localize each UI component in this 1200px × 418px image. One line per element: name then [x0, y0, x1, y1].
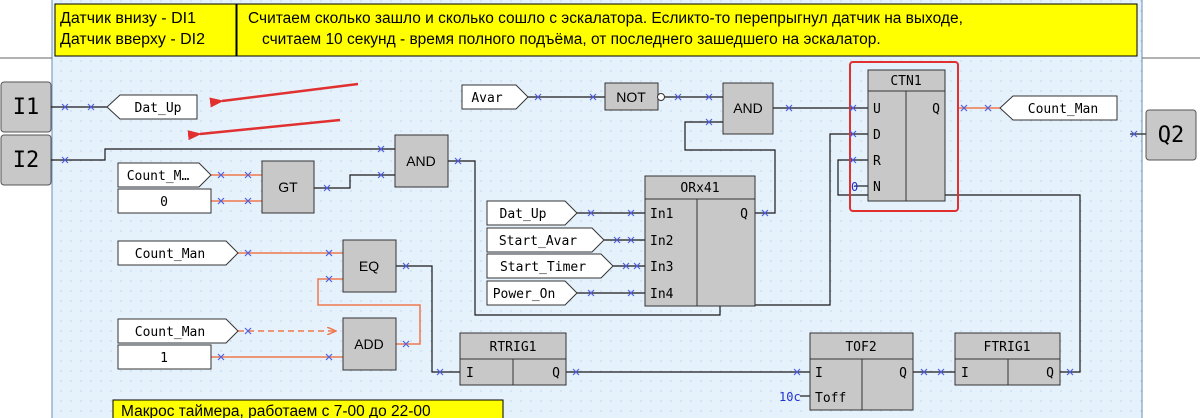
svg-text:N: N — [873, 180, 881, 195]
tag-count-man-add[interactable]: Count_Man — [117, 318, 239, 344]
svg-text:CTN1: CTN1 — [890, 74, 921, 89]
note-description-line1: Считаем сколько зашло и сколько сошло с … — [248, 10, 963, 27]
ctn1-preset: 0 — [851, 180, 858, 194]
svg-text:Dat_Up: Dat_Up — [135, 101, 182, 116]
block-and-2[interactable]: AND — [394, 134, 449, 188]
svg-text:AND: AND — [733, 100, 763, 116]
svg-text:TOF2: TOF2 — [845, 340, 876, 355]
svg-text:I: I — [815, 366, 823, 381]
tag-avar[interactable]: Avar — [461, 84, 529, 110]
block-tof2[interactable]: TOF2 I Toff Q 10c — [779, 332, 914, 411]
tag-count-m-truncated[interactable]: Count_M… — [117, 162, 212, 188]
svg-text:I: I — [961, 366, 969, 381]
note-description-line2: считаем 10 секунд - время полного подъём… — [262, 31, 881, 48]
svg-text:ADD: ADD — [354, 336, 384, 352]
block-add[interactable]: ADD — [342, 317, 397, 371]
annotation-arrows — [187, 82, 359, 141]
annotation-arrow-i2 — [187, 118, 341, 141]
note-timer-macro[interactable]: Макрос таймера, работаем с 7-00 до 22-00 — [112, 399, 504, 418]
svg-text:1: 1 — [160, 351, 168, 366]
note-sensors-line2: Датчик вверху - DI2 — [60, 31, 205, 48]
svg-text:In1: In1 — [650, 207, 673, 222]
block-rtrig1[interactable]: RTRIG1 I Q — [459, 332, 567, 386]
tag-start-avar[interactable]: Start_Avar — [486, 227, 605, 253]
svg-text:Q2: Q2 — [1158, 123, 1185, 148]
svg-text:EQ: EQ — [359, 258, 379, 274]
svg-text:RTRIG1: RTRIG1 — [490, 340, 537, 355]
tag-count-man-out[interactable]: Count_Man — [999, 95, 1118, 121]
svg-text:Q: Q — [740, 207, 748, 222]
svg-text:R: R — [873, 154, 881, 169]
svg-text:Q: Q — [552, 366, 560, 381]
svg-text:Start_Avar: Start_Avar — [499, 234, 577, 249]
note-sensors[interactable]: Датчик внизу - DI1 Датчик вверху - DI2 — [54, 3, 237, 57]
block-eq[interactable]: EQ — [342, 239, 397, 293]
wires-active — [211, 107, 1000, 358]
svg-text:Toff: Toff — [815, 391, 846, 406]
svg-text:I2: I2 — [13, 148, 40, 173]
svg-text:Count_M…: Count_M… — [127, 169, 190, 184]
input-i1[interactable]: I1 — [0, 81, 52, 133]
svg-text:I: I — [466, 366, 474, 381]
svg-text:In2: In2 — [650, 234, 673, 249]
svg-text:Q: Q — [899, 366, 907, 381]
svg-text:Count_Man: Count_Man — [135, 325, 205, 340]
svg-text:D: D — [873, 128, 881, 143]
tag-dat-up-top[interactable]: Dat_Up — [106, 94, 198, 120]
block-ctn1[interactable]: CTN1 U D R N Q 0 — [851, 69, 946, 202]
note-sensors-line1: Датчик внизу - DI1 — [60, 10, 196, 27]
const-one[interactable]: 1 — [117, 344, 212, 370]
svg-text:ORx41: ORx41 — [680, 181, 719, 196]
svg-text:Dat_Up: Dat_Up — [500, 207, 547, 222]
tag-count-man-eq[interactable]: Count_Man — [117, 240, 239, 266]
tag-power-on[interactable]: Power_On — [486, 280, 578, 306]
svg-text:0: 0 — [160, 195, 168, 210]
svg-text:U: U — [873, 102, 881, 117]
svg-text:Start_Timer: Start_Timer — [500, 260, 586, 275]
block-and-1[interactable]: AND — [722, 82, 774, 135]
svg-text:FTRIG1: FTRIG1 — [984, 340, 1031, 355]
block-gt[interactable]: GT — [261, 160, 315, 214]
svg-text:Q: Q — [1046, 366, 1054, 381]
note-timer-macro-text: Макрос таймера, работаем с 7-00 до 22-00 — [121, 403, 431, 418]
svg-text:Q: Q — [932, 102, 940, 117]
svg-text:Avar: Avar — [471, 91, 502, 106]
svg-text:GT: GT — [278, 179, 298, 195]
block-orx41[interactable]: ORx41 In1 In2 In3 In4 Q — [644, 175, 756, 307]
note-description[interactable]: Считаем сколько зашло и сколько сошло с … — [236, 3, 1138, 57]
tof2-preset: 10c — [779, 390, 801, 404]
block-not[interactable]: NOT — [604, 82, 665, 111]
tag-dat-up-or[interactable]: Dat_Up — [486, 200, 578, 226]
svg-text:Count_Man: Count_Man — [135, 247, 205, 262]
svg-text:In3: In3 — [650, 260, 673, 275]
svg-text:Count_Man: Count_Man — [1028, 102, 1098, 117]
svg-text:I1: I1 — [13, 95, 40, 120]
block-ftrig1[interactable]: FTRIG1 I Q — [954, 332, 1061, 386]
tag-start-timer[interactable]: Start_Timer — [486, 253, 614, 279]
svg-text:AND: AND — [406, 153, 436, 169]
output-q2[interactable]: Q2 — [1145, 109, 1197, 161]
input-i2[interactable]: I2 — [0, 134, 52, 186]
svg-text:Power_On: Power_On — [493, 287, 556, 302]
pin-markers — [61, 93, 1138, 376]
annotation-arrow-dat-up — [209, 82, 359, 108]
svg-text:NOT: NOT — [616, 89, 646, 105]
const-zero[interactable]: 0 — [117, 188, 212, 214]
svg-text:In4: In4 — [650, 287, 674, 302]
